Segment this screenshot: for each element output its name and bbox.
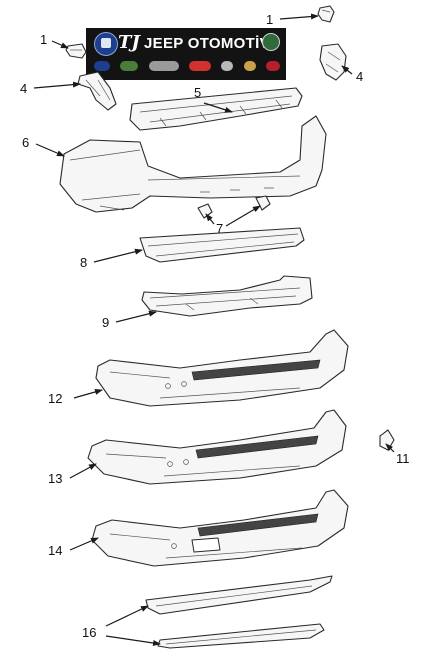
part-1-clip-left: [65, 43, 87, 59]
part-5-upper-support: [129, 87, 303, 131]
fiat-logo: [265, 61, 280, 71]
part-11-clip: [379, 429, 395, 451]
callout-14: 14: [48, 543, 63, 558]
dodge-logo: [188, 61, 211, 71]
brand-monogram: TJ: [118, 32, 140, 53]
leader-lines: [33, 13, 395, 646]
callout-12: 12: [48, 391, 63, 406]
part-12-lower-bumper: [95, 329, 349, 407]
callout-1-left: 1: [40, 32, 48, 47]
part-13-lower-bumper: [87, 409, 347, 485]
callout-4-left: 4: [20, 81, 28, 96]
part-4-bracket-right: [319, 43, 347, 81]
callout-6: 6: [22, 135, 30, 150]
callout-4-right: 4: [356, 69, 364, 84]
part-9-absorber: [141, 275, 313, 317]
part-8-reinforcement: [139, 227, 305, 263]
mopar-badge-icon: [94, 32, 118, 56]
callout-11: 11: [396, 451, 410, 466]
chrysler-logo: [148, 61, 179, 71]
callout-7: 7: [216, 221, 224, 236]
brand-banner: TJ JEEP OTOMOTİV: [86, 28, 286, 80]
part-4-bracket-left: [77, 71, 117, 111]
callout-9: 9: [102, 315, 110, 330]
callout-16: 16: [82, 625, 97, 640]
lancia-logo: [243, 61, 256, 71]
part-1-clip-right: [317, 5, 335, 23]
callout-5: 5: [194, 85, 202, 100]
callout-8: 8: [80, 255, 88, 270]
callout-13: 13: [48, 471, 63, 486]
part-6-bumper-fascia: [59, 115, 327, 213]
ram-logo: [221, 61, 234, 71]
callout-1-top: 1: [266, 12, 274, 27]
mopar-logo: [94, 61, 110, 71]
part-14-lower-bumper: [91, 489, 349, 567]
part-16-skid-plates: [145, 575, 333, 649]
jeep-logo: [120, 61, 139, 71]
alfa-romeo-badge-icon: [262, 33, 280, 51]
brand-name: JEEP OTOMOTİV: [144, 35, 270, 52]
brand-logo-row: [94, 58, 280, 74]
